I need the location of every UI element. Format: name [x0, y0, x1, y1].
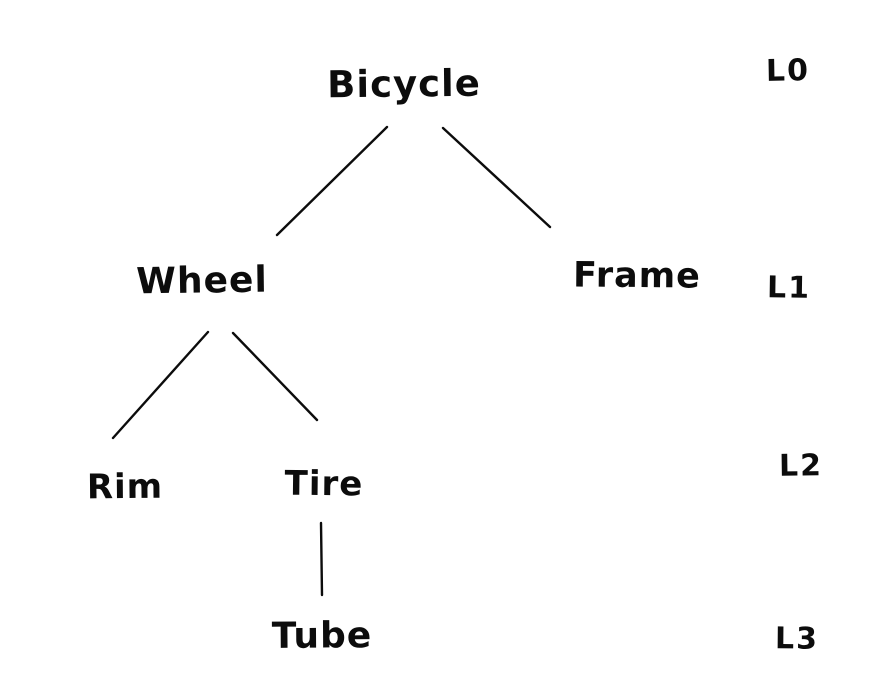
- node-frame: Frame: [572, 255, 702, 297]
- edge-tire-tube: [319, 521, 324, 597]
- node-bicycle: Bicycle: [326, 61, 482, 107]
- level-label-l3: L3: [774, 621, 820, 657]
- node-rim: Rim: [86, 466, 164, 508]
- edge-wheel-tire: [231, 331, 319, 422]
- level-label-l1: L1: [766, 270, 812, 306]
- level-label-l0: L0: [765, 53, 811, 89]
- node-wheel: Wheel: [135, 259, 269, 303]
- edge-bicycle-frame: [441, 126, 552, 229]
- edge-bicycle-wheel: [275, 125, 389, 237]
- node-tire: Tire: [284, 463, 364, 505]
- node-tube: Tube: [271, 615, 373, 657]
- level-label-l2: L2: [778, 448, 824, 484]
- edge-wheel-rim: [111, 330, 210, 440]
